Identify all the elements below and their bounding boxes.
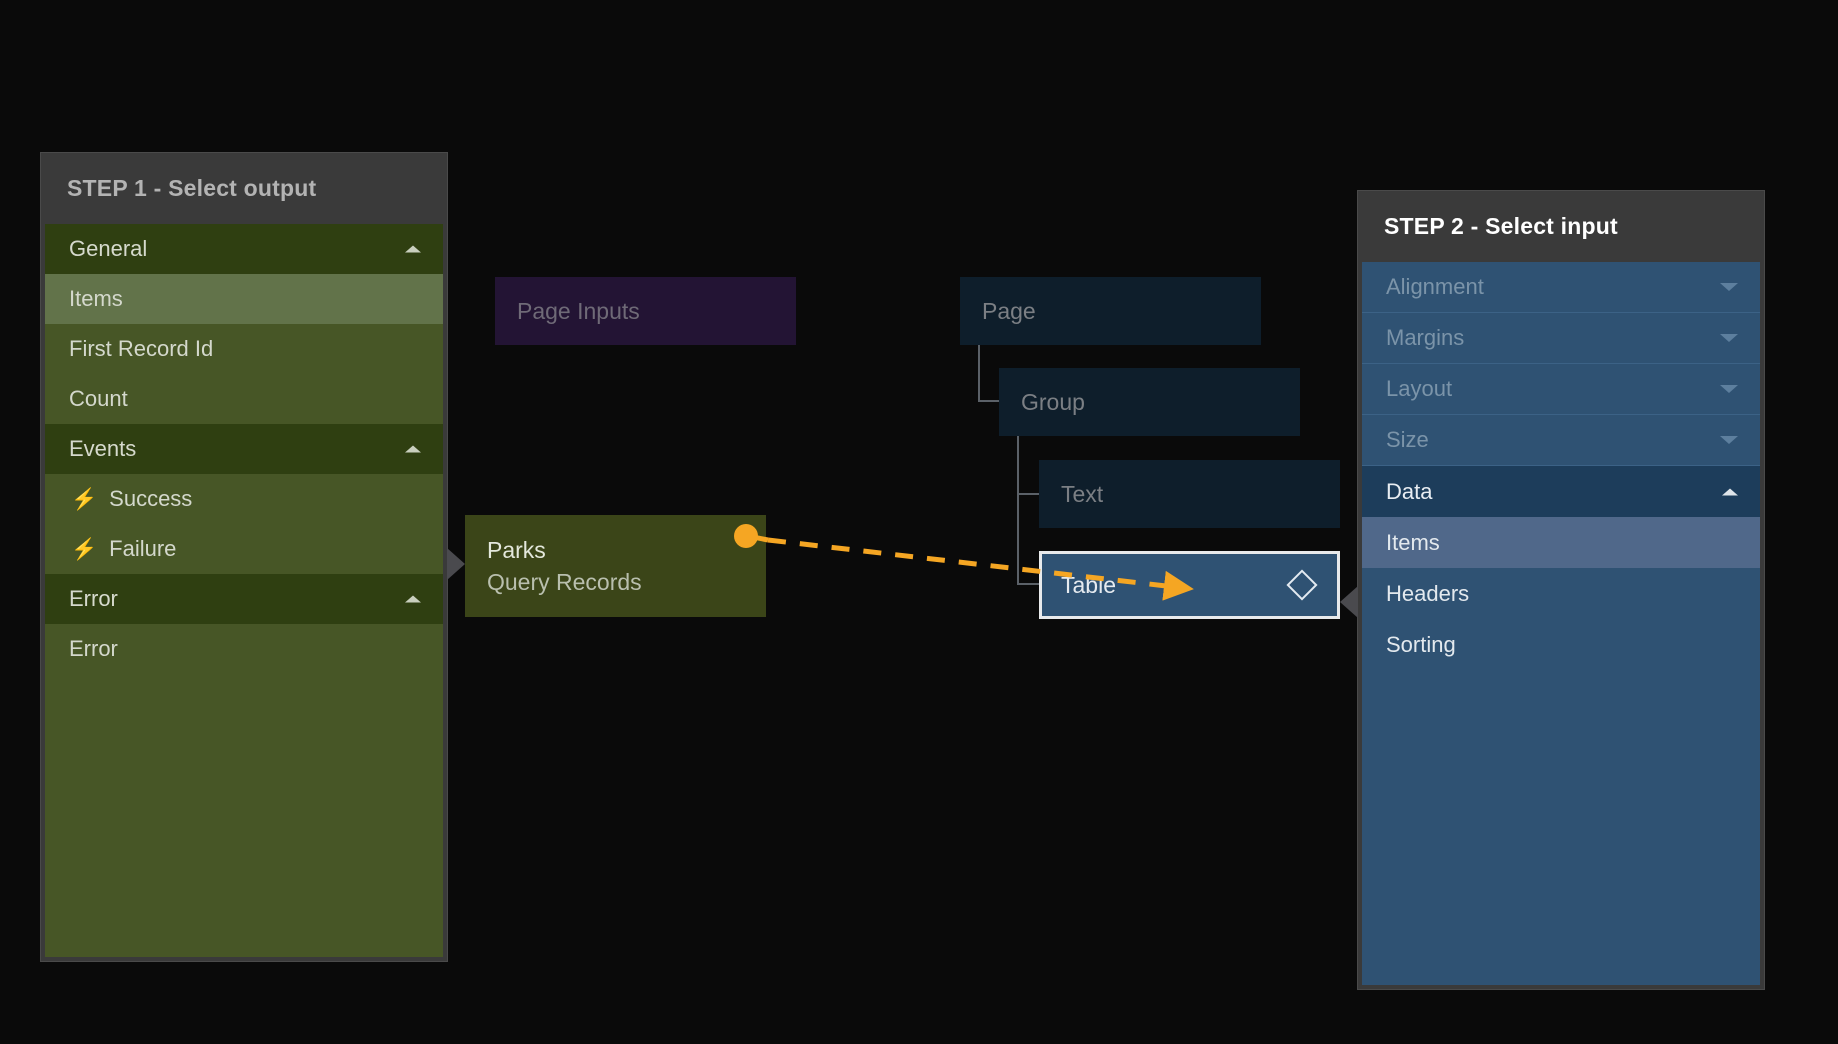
tree-line-page-vertical xyxy=(978,345,980,402)
tree-line-text-horizontal xyxy=(1017,493,1039,495)
output-group-events[interactable]: Events xyxy=(45,424,443,474)
output-group-general[interactable]: General xyxy=(45,224,443,274)
node-text-label: Text xyxy=(1061,480,1104,507)
input-panel-connector-arrow-icon xyxy=(1340,586,1358,618)
node-group-label: Group xyxy=(1021,388,1085,415)
node-parks-sublabel: Query Records xyxy=(487,568,642,595)
chevron-up-icon[interactable] xyxy=(1722,488,1738,495)
input-item-headers[interactable]: Headers xyxy=(1362,568,1760,619)
diamond-icon xyxy=(1286,569,1318,601)
output-panel: STEP 1 - Select output General Items Fir… xyxy=(40,152,465,962)
node-page[interactable]: Page xyxy=(960,277,1261,345)
chevron-up-icon[interactable] xyxy=(405,595,421,603)
output-group-error-label: Error xyxy=(69,586,118,611)
node-table[interactable]: Table xyxy=(1039,551,1340,619)
tree-line-page-horizontal xyxy=(978,400,999,402)
input-group-layout[interactable]: Layout xyxy=(1362,364,1760,415)
output-item-items[interactable]: Items xyxy=(45,274,443,324)
input-panel-body: Alignment Margins Layout Size Data Items xyxy=(1362,262,1760,985)
lightning-bolt-icon: ⚡ xyxy=(71,487,98,511)
output-item-count[interactable]: Count xyxy=(45,374,443,424)
output-group-general-label: General xyxy=(69,236,148,261)
node-page-inputs[interactable]: Page Inputs xyxy=(495,277,796,345)
node-page-label: Page xyxy=(982,297,1036,324)
lightning-bolt-icon: ⚡ xyxy=(71,537,98,561)
input-group-alignment[interactable]: Alignment xyxy=(1362,262,1760,313)
input-group-size[interactable]: Size xyxy=(1362,415,1760,466)
output-panel-connector-arrow-icon xyxy=(447,548,465,580)
chevron-up-icon[interactable] xyxy=(405,245,421,253)
node-parks[interactable]: Parks Query Records xyxy=(465,515,766,617)
input-group-alignment-label: Alignment xyxy=(1386,274,1484,299)
node-page-inputs-label: Page Inputs xyxy=(517,297,640,324)
input-group-size-label: Size xyxy=(1386,427,1429,452)
input-item-sorting[interactable]: Sorting xyxy=(1362,619,1760,670)
chevron-up-icon[interactable] xyxy=(405,445,421,453)
output-panel-body: General Items First Record Id Count Even… xyxy=(45,224,443,957)
chevron-down-icon[interactable] xyxy=(1720,436,1738,444)
output-item-first-record-id-label: First Record Id xyxy=(69,336,214,361)
node-table-label: Table xyxy=(1061,571,1116,598)
output-item-failure[interactable]: ⚡ Failure xyxy=(45,524,443,574)
tree-line-table-horizontal xyxy=(1017,583,1039,585)
input-panel: STEP 2 - Select input Alignment Margins … xyxy=(1340,190,1765,990)
output-item-first-record-id[interactable]: First Record Id xyxy=(45,324,443,374)
input-item-headers-label: Headers xyxy=(1386,580,1470,606)
chevron-down-icon[interactable] xyxy=(1720,385,1738,393)
input-group-layout-label: Layout xyxy=(1386,376,1453,401)
output-item-success[interactable]: ⚡ Success xyxy=(45,474,443,524)
output-group-error[interactable]: Error xyxy=(45,574,443,624)
input-group-data-label: Data xyxy=(1386,478,1433,504)
node-parks-label: Parks xyxy=(487,536,546,563)
input-item-sorting-label: Sorting xyxy=(1386,631,1456,657)
input-group-margins[interactable]: Margins xyxy=(1362,313,1760,364)
input-group-data[interactable]: Data xyxy=(1362,466,1760,517)
output-item-count-label: Count xyxy=(69,386,128,411)
chevron-down-icon[interactable] xyxy=(1720,283,1738,291)
output-item-error-label: Error xyxy=(69,636,118,661)
output-panel-title: STEP 1 - Select output xyxy=(67,175,317,201)
output-item-error[interactable]: Error xyxy=(45,624,443,674)
input-item-items[interactable]: Items xyxy=(1362,517,1760,568)
output-item-items-label: Items xyxy=(69,286,123,311)
input-group-margins-label: Margins xyxy=(1386,325,1465,350)
output-item-failure-label: Failure xyxy=(109,536,177,561)
node-group[interactable]: Group xyxy=(999,368,1300,436)
output-group-events-label: Events xyxy=(69,436,137,461)
input-panel-title: STEP 2 - Select input xyxy=(1384,213,1618,239)
tree-line-group-vertical xyxy=(1017,436,1019,585)
output-item-success-label: Success xyxy=(109,486,193,511)
node-text[interactable]: Text xyxy=(1039,460,1340,528)
chevron-down-icon[interactable] xyxy=(1720,334,1738,342)
input-item-items-label: Items xyxy=(1386,529,1440,555)
